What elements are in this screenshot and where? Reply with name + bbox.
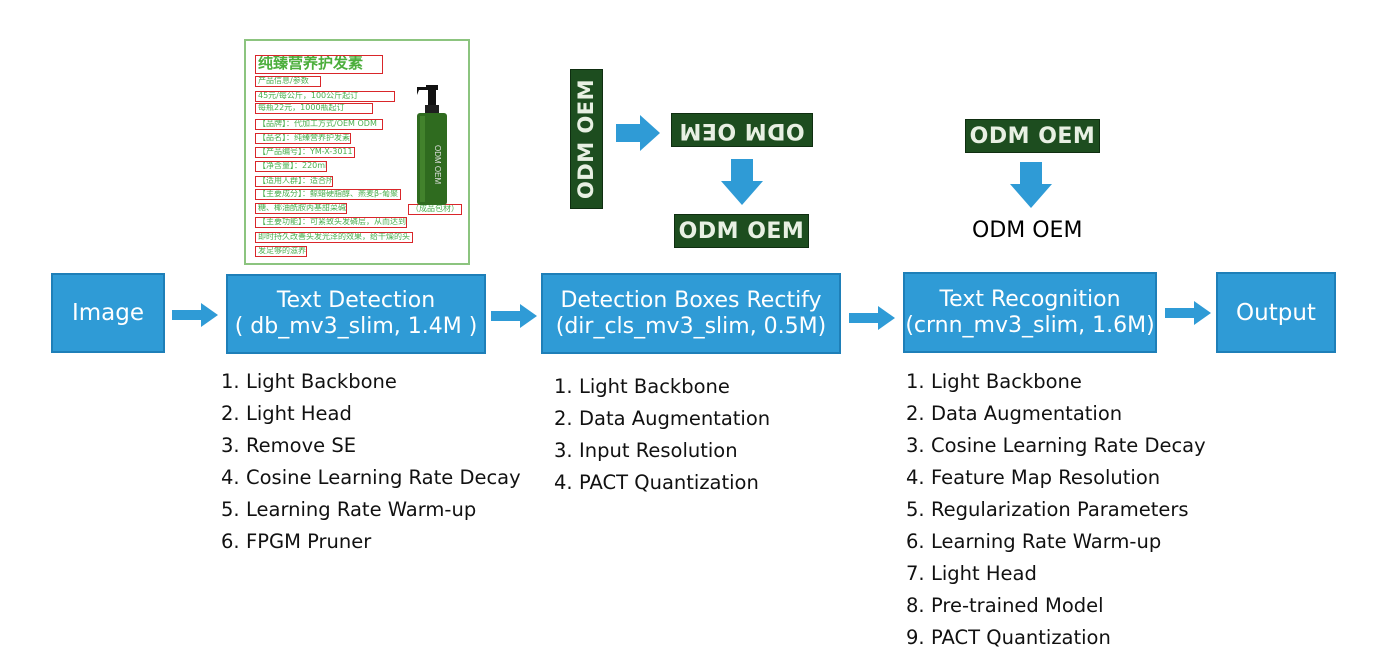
bottle-illustration: ODM OEM	[417, 85, 447, 205]
list-item: 2.Light Head	[221, 402, 352, 425]
rotate-arrow-right	[616, 115, 660, 151]
doc-line-box: 【主要成分】：鲸蜡硬脂醇、燕麦β-葡聚	[255, 189, 401, 200]
flipped-text-crop: ODM OEM	[671, 113, 813, 147]
list-item: 2.Data Augmentation	[554, 407, 771, 430]
list-item: 5.Learning Rate Warm-up	[221, 498, 477, 521]
stage-text-detection: Text Detection ( db_mv3_slim, 1.4M )	[226, 274, 486, 354]
doc-line-box: 【净含量】：220ml	[255, 161, 327, 172]
list-item: 5.Regularization Parameters	[906, 498, 1189, 521]
doc-line-box: 【产品编号】：YM-X-3011	[255, 147, 355, 158]
doc-title-box: 纯臻营养护发素	[255, 55, 383, 74]
recognition-result-text: ODM OEM	[972, 218, 1083, 243]
bottle-label: ODM OEM	[433, 145, 442, 184]
doc-line-box: 即时持久改善头发光泽的效果，给干燥的头	[255, 232, 413, 243]
doc-line-box: 【品名】：纯臻营养护发素	[255, 133, 351, 144]
doc-line-box: 发足够的滋养	[255, 246, 307, 257]
doc-line-box: 糖、椰油酰胺丙基甜菜碱、泛醒	[255, 203, 347, 214]
detection-steps-list: 1.Light Backbone 2.Light Head 3.Remove S…	[221, 366, 521, 558]
list-item: 3.Cosine Learning Rate Decay	[906, 434, 1206, 457]
rectify-steps-list: 1.Light Backbone 2.Data Augmentation 3.I…	[554, 371, 770, 499]
doc-line-box: 45元/每公斤，100公斤起订	[255, 91, 395, 102]
stage-output: Output	[1216, 272, 1336, 353]
list-item: 6.FPGM Pruner	[221, 530, 372, 553]
recognition-arrow-down	[1010, 162, 1052, 208]
list-item: 3.Input Resolution	[554, 439, 738, 462]
list-item: 1.Light Backbone	[906, 370, 1082, 393]
list-item: 8.Pre-trained Model	[906, 594, 1104, 617]
list-item: 1.Light Backbone	[221, 370, 397, 393]
list-item: 6.Learning Rate Warm-up	[906, 530, 1162, 553]
list-item: 4.PACT Quantization	[554, 471, 759, 494]
rectified-text-crop: ODM OEM	[674, 214, 809, 248]
vertical-text-crop: ODM OEM	[570, 69, 603, 209]
list-item: 2.Data Augmentation	[906, 402, 1123, 425]
recognition-input-crop: ODM OEM	[965, 119, 1100, 153]
list-item: 3.Remove SE	[221, 434, 357, 457]
doc-line-box: 【品牌】：代加工方式/OEM ODM	[255, 119, 383, 130]
recognition-steps-list: 1.Light Backbone 2.Data Augmentation 3.C…	[906, 366, 1206, 654]
doc-line-box: 产品信息/参数	[255, 76, 321, 87]
list-item: 4.Feature Map Resolution	[906, 466, 1161, 489]
list-item: 9.PACT Quantization	[906, 626, 1111, 649]
arrow-detection-to-rectify	[491, 304, 537, 328]
arrow-image-to-detection	[172, 303, 218, 327]
list-item: 7.Light Head	[906, 562, 1037, 585]
list-item: 1.Light Backbone	[554, 375, 730, 398]
stage-text-recognition: Text Recognition (crnn_mv3_slim, 1.6M)	[903, 272, 1157, 353]
stage-detection-boxes-rectify: Detection Boxes Rectify (dir_cls_mv3_sli…	[541, 273, 841, 354]
doc-line-box: 【主要功能】：可紧致头发磷层，从而达到	[255, 217, 407, 228]
arrow-recognition-to-output	[1165, 301, 1211, 325]
rectify-arrow-down	[721, 159, 763, 205]
list-item: 4.Cosine Learning Rate Decay	[221, 466, 521, 489]
arrow-rectify-to-recognition	[849, 306, 895, 330]
doc-line-box: 【适用人群】：适合所有肤质	[255, 176, 333, 187]
doc-line-box: 每瓶22元，1000瓶起订	[255, 103, 373, 114]
stage-image: Image	[51, 273, 165, 353]
